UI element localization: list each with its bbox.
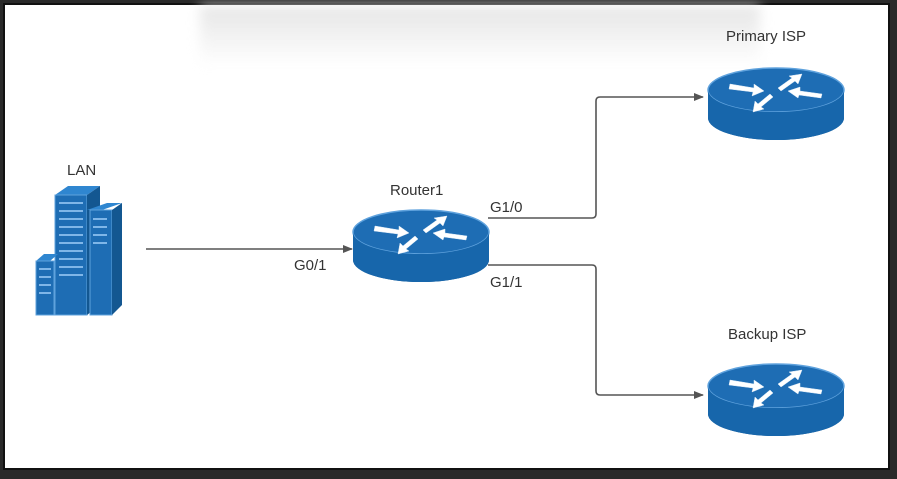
- interface-g1-0-label: G1/0: [490, 199, 523, 216]
- backup-isp-label: Backup ISP: [728, 326, 807, 343]
- link-router1-primary-isp: [488, 93, 704, 219]
- link-router1-backup-isp: [488, 264, 704, 399]
- lan-label: LAN: [67, 162, 97, 179]
- scan-shadow: [200, 6, 760, 66]
- lan-building-icon: [35, 186, 122, 316]
- primary-isp-label: Primary ISP: [726, 28, 807, 45]
- primary-isp-router-icon: [707, 67, 845, 141]
- interface-g1-1-label: G1/1: [490, 274, 523, 291]
- router1-icon: [352, 209, 490, 283]
- router1-label: Router1: [390, 182, 444, 199]
- backup-isp-router-icon: [707, 363, 845, 437]
- interface-g0-1-label: G0/1: [294, 257, 327, 274]
